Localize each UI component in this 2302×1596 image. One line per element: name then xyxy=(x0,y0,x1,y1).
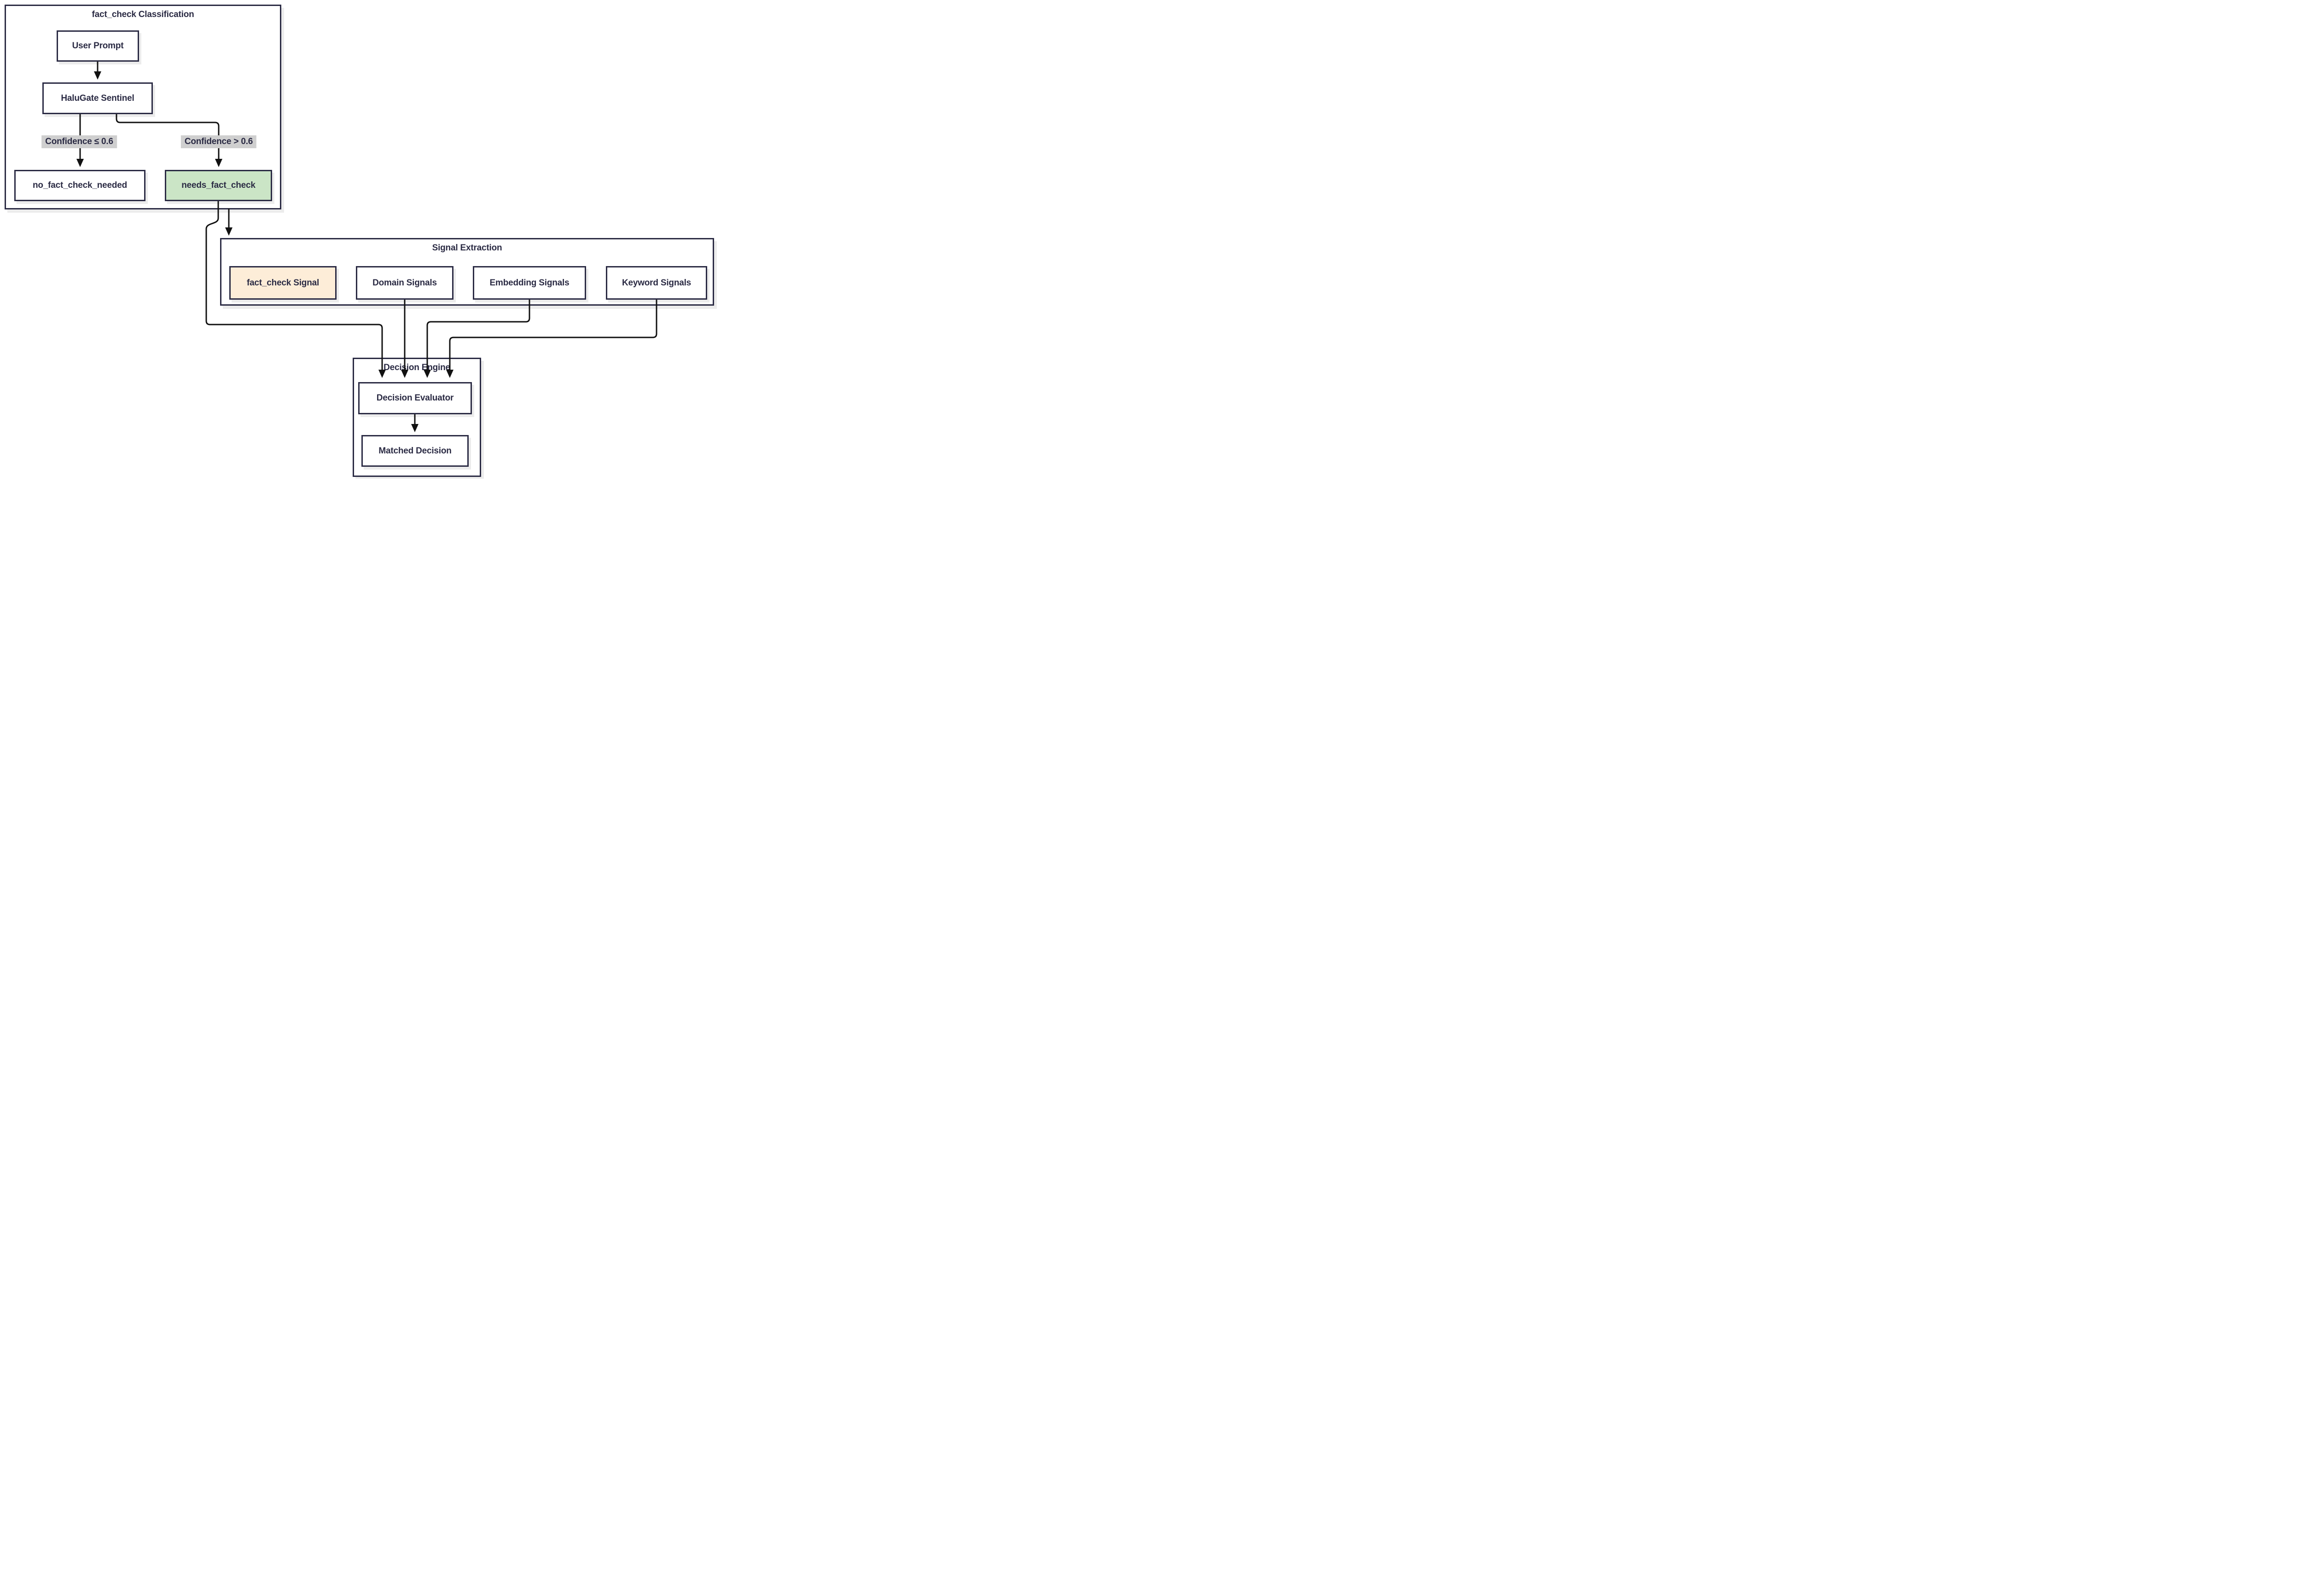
node-embedding-signals: Embedding Signals xyxy=(473,266,586,300)
edge-classification-to-signal-extraction xyxy=(225,209,233,236)
arrowhead-down-icon xyxy=(225,227,233,236)
flowchart-canvas: fact_check Classification Signal Extract… xyxy=(0,0,719,479)
node-decision-evaluator: Decision Evaluator xyxy=(358,382,472,414)
node-decision-evaluator-label: Decision Evaluator xyxy=(376,393,454,403)
node-user-prompt-label: User Prompt xyxy=(72,41,124,51)
node-fact-check-signal-label: fact_check Signal xyxy=(246,278,320,288)
node-no-fact-check-needed: no_fact_check_needed xyxy=(14,170,145,201)
node-fact-check-signal: fact_check Signal xyxy=(229,266,337,300)
node-domain-signals: Domain Signals xyxy=(356,266,453,300)
node-halugate-sentinel-label: HaluGate Sentinel xyxy=(61,93,134,103)
node-no-fact-check-needed-label: no_fact_check_needed xyxy=(32,180,128,190)
node-keyword-signals: Keyword Signals xyxy=(606,266,707,300)
node-needs-fact-check: needs_fact_check xyxy=(165,170,272,201)
subgraph-title-signal-extraction: Signal Extraction xyxy=(432,243,502,253)
node-matched-decision: Matched Decision xyxy=(361,435,469,467)
node-domain-signals-label: Domain Signals xyxy=(372,278,437,288)
node-embedding-signals-label: Embedding Signals xyxy=(489,278,570,288)
node-needs-fact-check-label: needs_fact_check xyxy=(181,180,256,190)
node-matched-decision-label: Matched Decision xyxy=(378,446,452,456)
subgraph-title-decision-engine: Decision Engine xyxy=(384,363,450,372)
edge-label-confidence-high: Confidence > 0.6 xyxy=(180,135,257,148)
edge-label-confidence-low: Confidence ≤ 0.6 xyxy=(41,135,117,148)
node-keyword-signals-label: Keyword Signals xyxy=(622,278,692,288)
subgraph-title-fact-check-classification: fact_check Classification xyxy=(92,10,194,19)
node-user-prompt: User Prompt xyxy=(57,30,139,62)
node-halugate-sentinel: HaluGate Sentinel xyxy=(42,82,153,114)
